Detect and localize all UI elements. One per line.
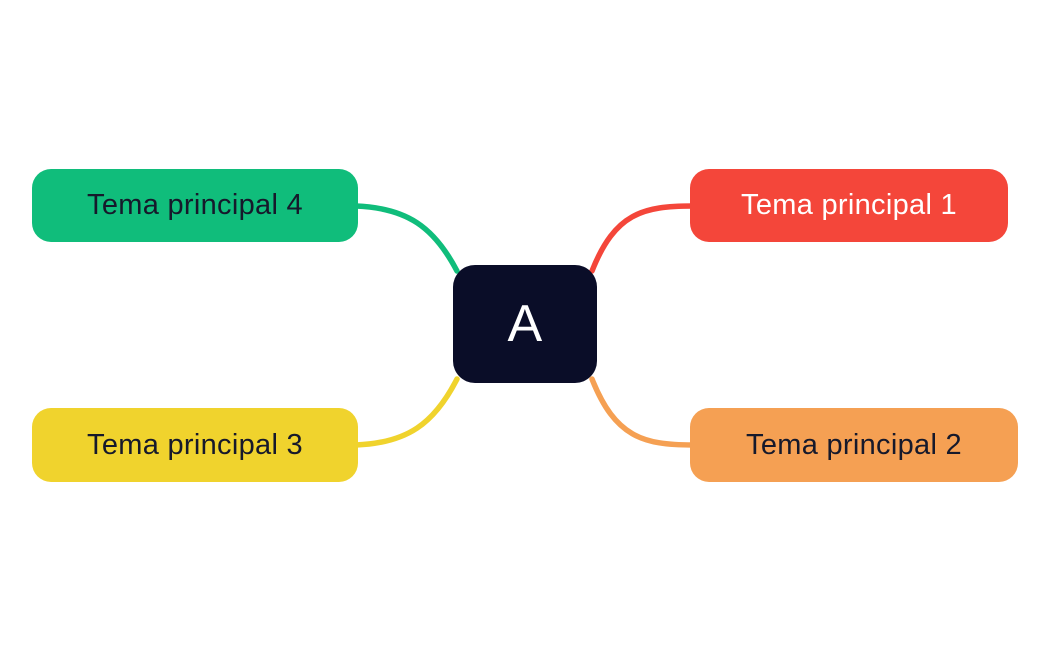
connector-topic-2: [589, 376, 696, 448]
topic-node-3[interactable]: Tema principal 3: [32, 408, 358, 482]
connector-topic-3: [353, 376, 460, 448]
topic-node-1-label: Tema principal 1: [741, 189, 957, 221]
root-node-label: A: [507, 295, 543, 353]
topic-node-2-label: Tema principal 2: [746, 428, 962, 461]
root-node[interactable]: A: [453, 265, 597, 383]
topic-node-2[interactable]: Tema principal 2: [690, 408, 1018, 482]
connector-topic-4: [353, 203, 460, 274]
connector-topic-1: [589, 203, 696, 274]
topic-node-4[interactable]: Tema principal 4: [32, 169, 358, 242]
topic-node-4-label: Tema principal 4: [87, 189, 303, 221]
topic-node-1[interactable]: Tema principal 1: [690, 169, 1008, 242]
topic-node-3-label: Tema principal 3: [87, 428, 303, 461]
